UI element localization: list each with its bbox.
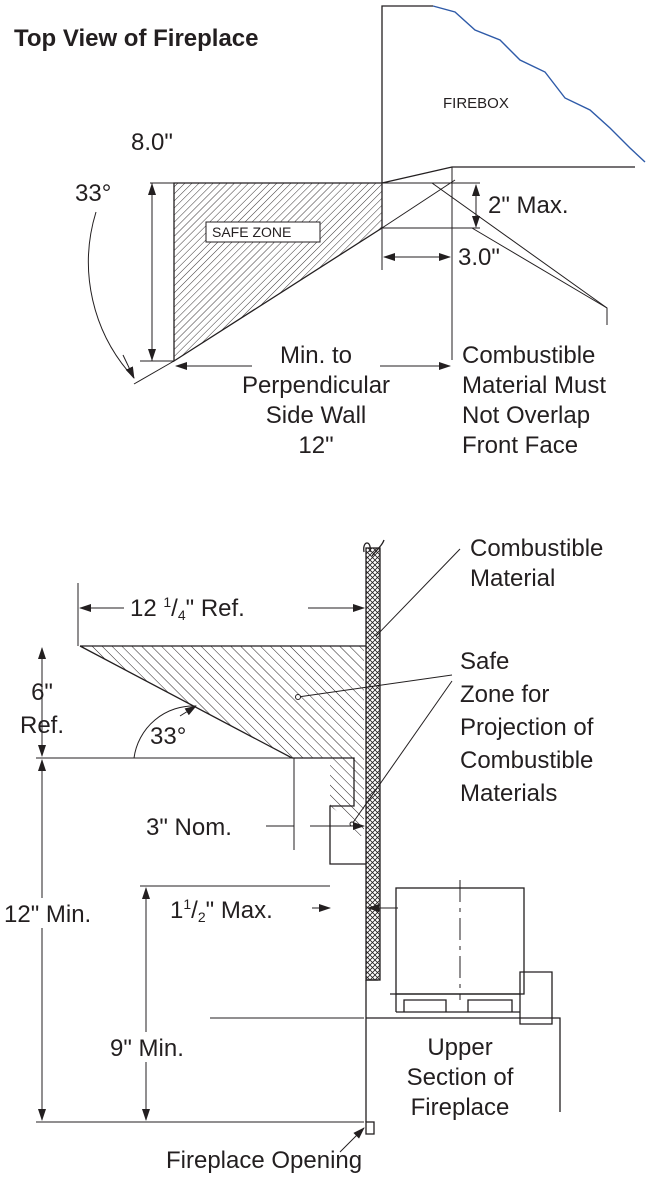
firebox-label: FIREBOX bbox=[443, 95, 509, 112]
safe-zone-label-box bbox=[205, 221, 321, 243]
min-perp-line-3: Side Wall bbox=[266, 402, 366, 429]
safe-zone-label: SAFE ZONE bbox=[212, 224, 291, 240]
firebox-edge bbox=[432, 5, 646, 163]
dim-9-min-label: 9" Min. bbox=[110, 1035, 184, 1062]
upper-section-line-2: Section of bbox=[407, 1064, 514, 1091]
dim-8-label: 8.0" bbox=[131, 129, 173, 156]
top-view-title: Top View of Fireplace bbox=[14, 25, 259, 52]
safe-zone-line-2: Zone for bbox=[460, 681, 549, 708]
upper-section-line-3: Fireplace bbox=[411, 1094, 510, 1121]
fireplace-opening-label: Fireplace Opening bbox=[166, 1147, 362, 1174]
combustible-note-line-2: Material Must bbox=[462, 372, 606, 399]
firebox: FIREBOX bbox=[381, 5, 646, 184]
safe-zone-line-4: Combustible bbox=[460, 747, 593, 774]
combustible-material-line-2: Material bbox=[470, 565, 555, 592]
side-view: 12 1/4" Ref. Combustible Material Safe Z… bbox=[2, 535, 603, 1174]
side-angle-33-label: 33° bbox=[150, 723, 186, 750]
dim-12-1-4-label: 12 1/4" Ref. bbox=[130, 594, 245, 623]
dim-6-ref-line-2: Ref. bbox=[20, 712, 64, 739]
min-perp-line-4: 12" bbox=[298, 432, 333, 459]
angle-arc bbox=[87, 211, 135, 379]
safe-zone-line-1: Safe bbox=[460, 648, 509, 675]
dim-3-label: 3.0" bbox=[458, 244, 500, 271]
min-perp-line-1: Min. to bbox=[280, 342, 352, 369]
dim-2-max-label: 2" Max. bbox=[488, 192, 569, 219]
upper-section-line-1: Upper bbox=[427, 1034, 492, 1061]
safe-zone-line-5: Materials bbox=[460, 780, 557, 807]
side-safe-zone-area bbox=[80, 646, 364, 836]
min-perp-line-2: Perpendicular bbox=[242, 372, 390, 399]
top-view: Top View of Fireplace FIREBOX SAFE ZONE … bbox=[14, 5, 646, 459]
combustible-note-line-4: Front Face bbox=[462, 432, 578, 459]
combustible-wall bbox=[365, 547, 381, 981]
angle-33-label: 33° bbox=[75, 180, 111, 207]
dim-6-ref-line-1: 6" bbox=[31, 679, 53, 706]
dim-1-half-label: 11/2" Max. bbox=[170, 896, 273, 925]
safe-zone-area bbox=[173, 182, 383, 363]
combustible-material-line-1: Combustible bbox=[470, 535, 603, 562]
fireplace-upper-section bbox=[210, 880, 561, 1135]
dim-3-nom-label: 3" Nom. bbox=[146, 814, 232, 841]
combustible-note-line-1: Combustible bbox=[462, 342, 595, 369]
combustible-note-line-3: Not Overlap bbox=[462, 402, 590, 429]
dim-12-min-label: 12" Min. bbox=[4, 901, 91, 928]
safe-zone-line-3: Projection of bbox=[460, 714, 594, 741]
